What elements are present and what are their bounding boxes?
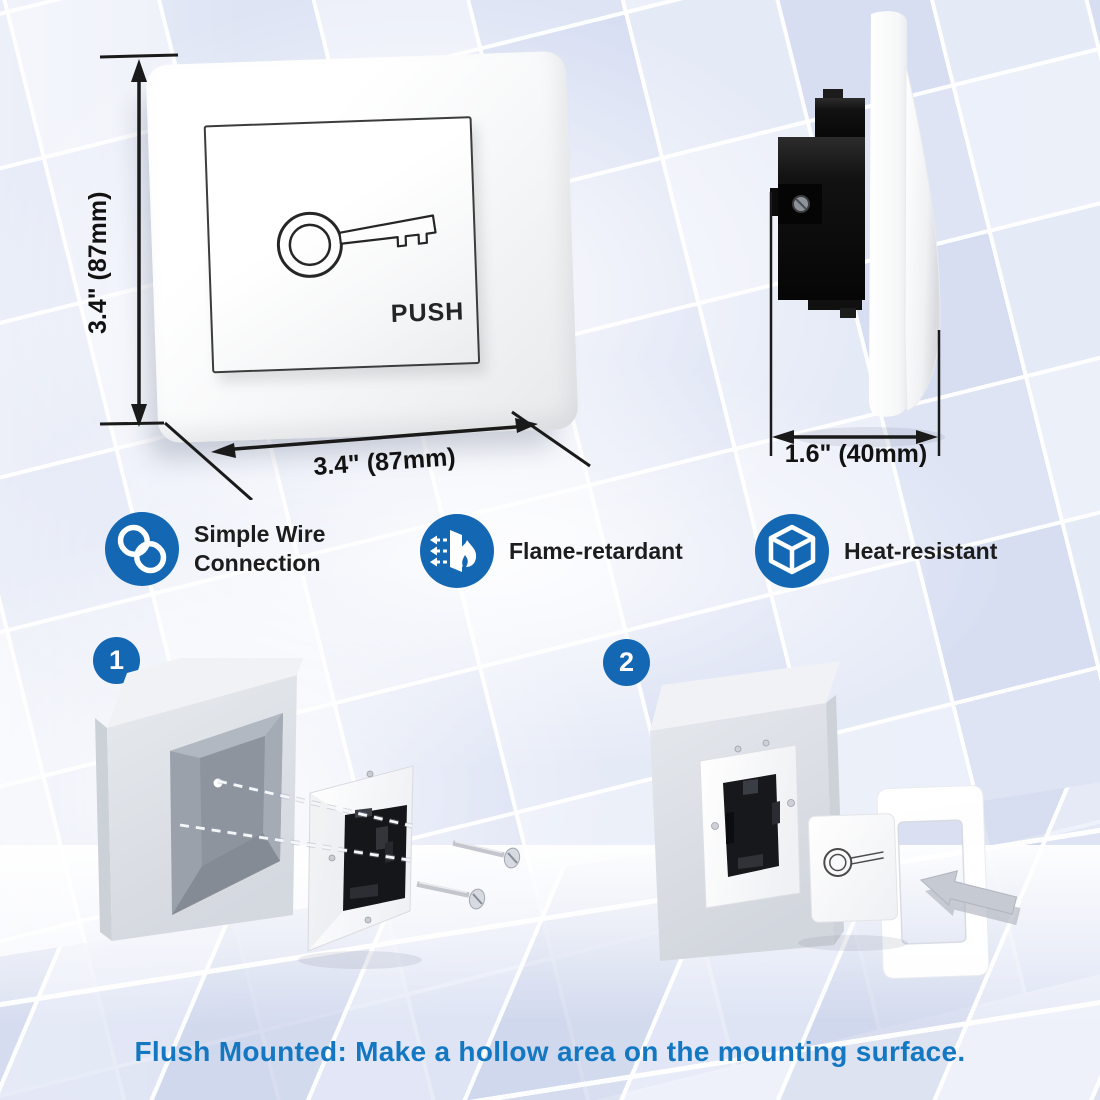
wall-plate-side bbox=[869, 11, 941, 417]
front-width-label: 3.4" (87mm) bbox=[312, 443, 456, 481]
heat-resistant-cube-icon bbox=[755, 514, 829, 588]
frame-screw-holes bbox=[328, 770, 374, 924]
mounting-frame bbox=[307, 765, 414, 952]
cover-frame bbox=[876, 785, 990, 979]
switch-mechanism-side bbox=[770, 89, 865, 318]
side-view-illustration bbox=[770, 11, 945, 447]
footer-note: Flush Mounted: Make a hollow area on the… bbox=[134, 1036, 966, 1067]
key-icon bbox=[276, 211, 437, 278]
step-1-illustration bbox=[95, 658, 521, 969]
push-button-face: PUSH bbox=[203, 116, 481, 374]
feature-label: Heat-resistant bbox=[844, 537, 998, 564]
mounting-screws bbox=[416, 840, 521, 910]
step-number: 2 bbox=[618, 647, 635, 677]
feature-label: Simple Wire Connection bbox=[194, 521, 326, 576]
wall-block-hollow bbox=[95, 658, 304, 941]
step-2-illustration bbox=[650, 661, 1021, 979]
push-text: PUSH bbox=[390, 297, 465, 329]
side-depth-label: 1.6" (40mm) bbox=[785, 440, 927, 468]
press-direction-arrow bbox=[919, 870, 1021, 926]
feature-heat-resistant: Heat-resistant bbox=[755, 514, 997, 588]
front-view-illustration: PUSH bbox=[145, 50, 579, 444]
step-2-badge: 2 bbox=[603, 639, 650, 686]
flame-retardant-icon bbox=[420, 514, 494, 588]
feature-simple-wire-connection: Simple Wire Connection bbox=[105, 512, 326, 586]
step-number: 1 bbox=[108, 645, 125, 675]
feature-flame-retardant: Flame-retardant bbox=[420, 514, 683, 588]
feature-label: Flame-retardant bbox=[509, 537, 683, 564]
chain-link-icon bbox=[105, 512, 179, 586]
button-plate bbox=[807, 813, 899, 923]
front-height-label: 3.4" (87mm) bbox=[84, 191, 112, 335]
alignment-guides bbox=[179, 778, 416, 864]
wall-block-with-frame bbox=[650, 661, 844, 961]
